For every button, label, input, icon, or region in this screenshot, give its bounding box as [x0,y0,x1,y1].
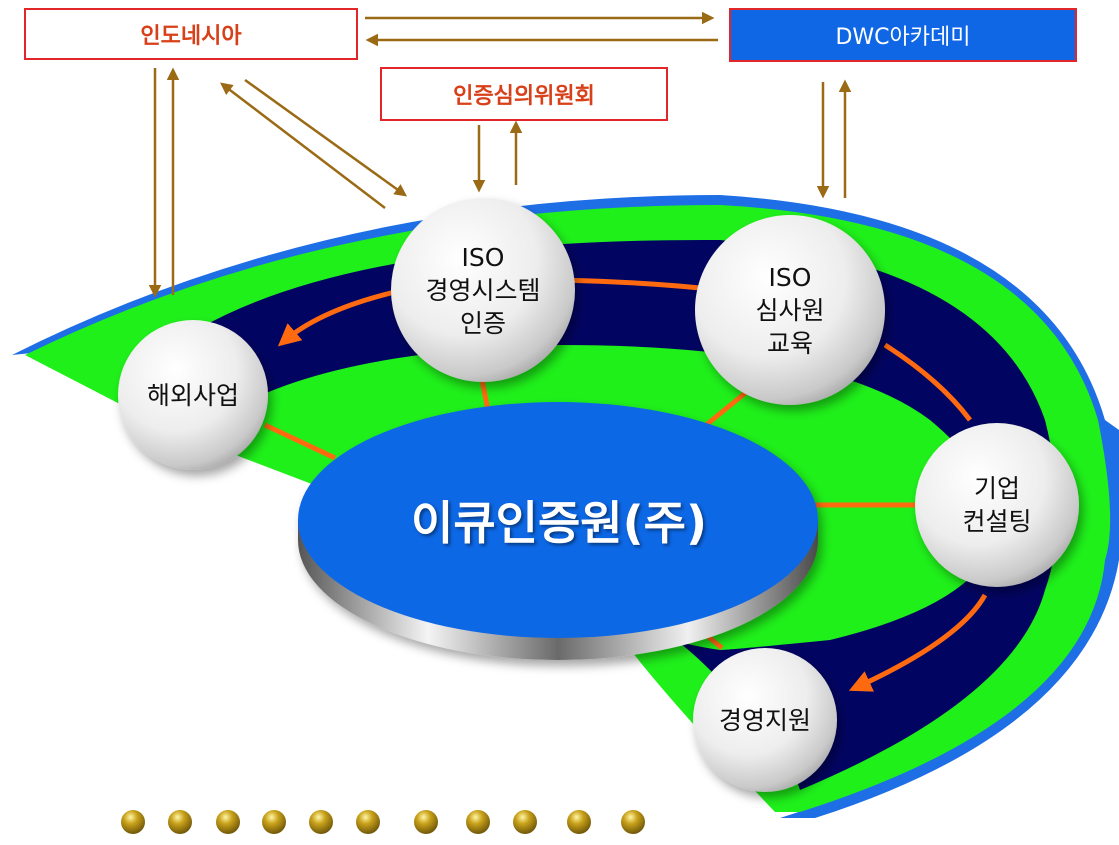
bead [513,810,537,834]
spoke-overseas [263,422,337,461]
node-iso-training: ISO 심사원 교육 [695,215,885,405]
bead-row [121,810,645,834]
bead [309,810,333,834]
bead [168,810,192,834]
node-consulting: 기업 컨설팅 [915,423,1079,587]
node-iso-cert-line2: 경영시스템 [425,275,541,305]
ring-arrow-right [883,342,972,422]
node-overseas-line1: 해외사업 [146,380,239,410]
academy-label: DWC아카데미 [835,25,971,50]
ring-arrow-bottom [848,593,988,692]
sphere-management [693,648,837,792]
arrow-indonesia-to-cert [244,78,408,197]
bead [567,810,591,834]
bead [466,810,490,834]
committee-label: 인증심의위원회 [453,84,595,109]
center-disc [298,402,818,660]
brown-connectors [148,11,852,298]
node-spheres [118,198,1079,792]
bead [121,810,145,834]
committee-box: 인증심의위원회 [380,67,668,121]
center-title: 이큐인증원(주) [411,496,707,550]
indonesia-label: 인도네시아 [140,24,242,49]
node-iso-training-line1: ISO [768,262,812,292]
bead [262,810,286,834]
node-iso-training-line2: 심사원 [755,295,825,325]
center-disc-top [298,402,818,638]
node-consulting-line2: 컨설팅 [962,507,1032,536]
node-iso-training-line3: 교육 [766,328,813,358]
node-iso-cert-line3: 인증 [459,308,506,338]
sphere-overseas [118,320,268,470]
ring-arrow-top [559,277,701,291]
sphere-consulting [915,423,1079,587]
node-management-support: 경영지원 [693,648,837,792]
node-iso-cert-line1: ISO [461,242,505,272]
bead [356,810,380,834]
bead [621,810,645,834]
arrow-cert-to-indonesia [220,82,386,209]
orange-connectors [263,277,988,692]
sphere-iso-training [695,215,885,405]
sphere-iso-cert [391,198,575,382]
bead [216,810,240,834]
node-consulting-line1: 기업 [973,474,1020,503]
academy-box: DWC아카데미 [729,8,1077,62]
node-overseas: 해외사업 [118,320,268,470]
ring-arrow-left [277,289,396,347]
indonesia-box: 인도네시아 [24,8,358,60]
bead [414,810,438,834]
node-management-line1: 경영지원 [718,705,811,735]
node-iso-cert: ISO 경영시스템 인증 [391,198,575,382]
